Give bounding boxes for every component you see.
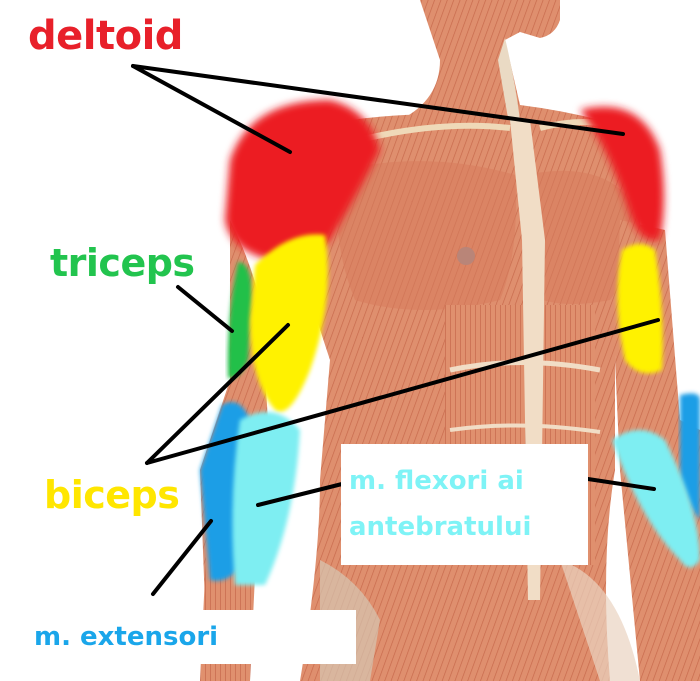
leader-lines <box>131 64 660 596</box>
flexors-highlight <box>232 412 700 585</box>
label-biceps: biceps <box>44 473 180 517</box>
label-box-extensori: m. extensori <box>28 610 356 664</box>
leader-deltoid-left <box>131 64 292 154</box>
label-box-flexori: m. flexori ai antebratului <box>341 444 588 565</box>
leader-biceps-right <box>145 318 660 465</box>
label-triceps: triceps <box>50 241 195 285</box>
leader-deltoid-right <box>131 64 625 136</box>
label-extensori: m. extensori <box>34 622 219 652</box>
biceps-highlight <box>250 234 663 412</box>
leader-biceps-left <box>145 323 290 465</box>
leader-flexori-right <box>586 477 656 491</box>
head-neck <box>400 0 600 130</box>
triceps-highlight <box>227 262 252 379</box>
leader-triceps <box>176 285 234 333</box>
label-deltoid: deltoid <box>28 13 183 59</box>
leader-extensori <box>151 519 213 596</box>
deltoid-highlight <box>225 100 664 263</box>
leader-flexori-left <box>256 482 344 507</box>
label-flexori: m. flexori ai antebratului <box>349 466 532 542</box>
